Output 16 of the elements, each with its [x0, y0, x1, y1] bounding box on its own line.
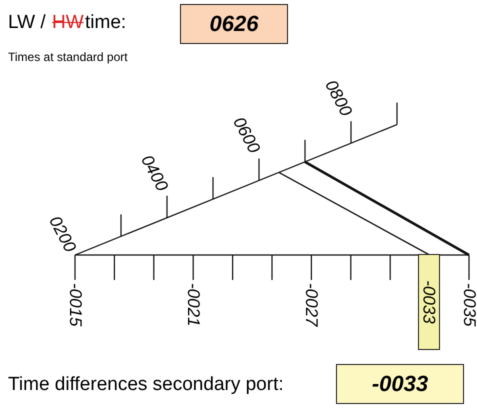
tick-label: 0800 — [320, 77, 356, 120]
tick-label: 0400 — [136, 152, 172, 194]
tick-label: -0027 — [301, 283, 322, 326]
label-text: Time differences secondary port: — [8, 374, 284, 396]
answer-box: 0626 — [180, 4, 288, 44]
answer-box: -0033 — [336, 364, 464, 404]
tick-label: 0200 — [44, 212, 80, 256]
tick-label: -0015 — [65, 283, 85, 326]
tick-label: -0035 — [459, 283, 477, 326]
highlighted-tick-label: -0033 — [418, 254, 440, 350]
tick-label: -0021 — [183, 283, 204, 326]
label-text: time: — [85, 12, 126, 34]
struck-label: HW — [52, 12, 84, 34]
tick-label: 0600 — [228, 114, 264, 158]
label-text: LW / — [8, 12, 46, 34]
caption-text: Times at standard port — [8, 50, 128, 64]
